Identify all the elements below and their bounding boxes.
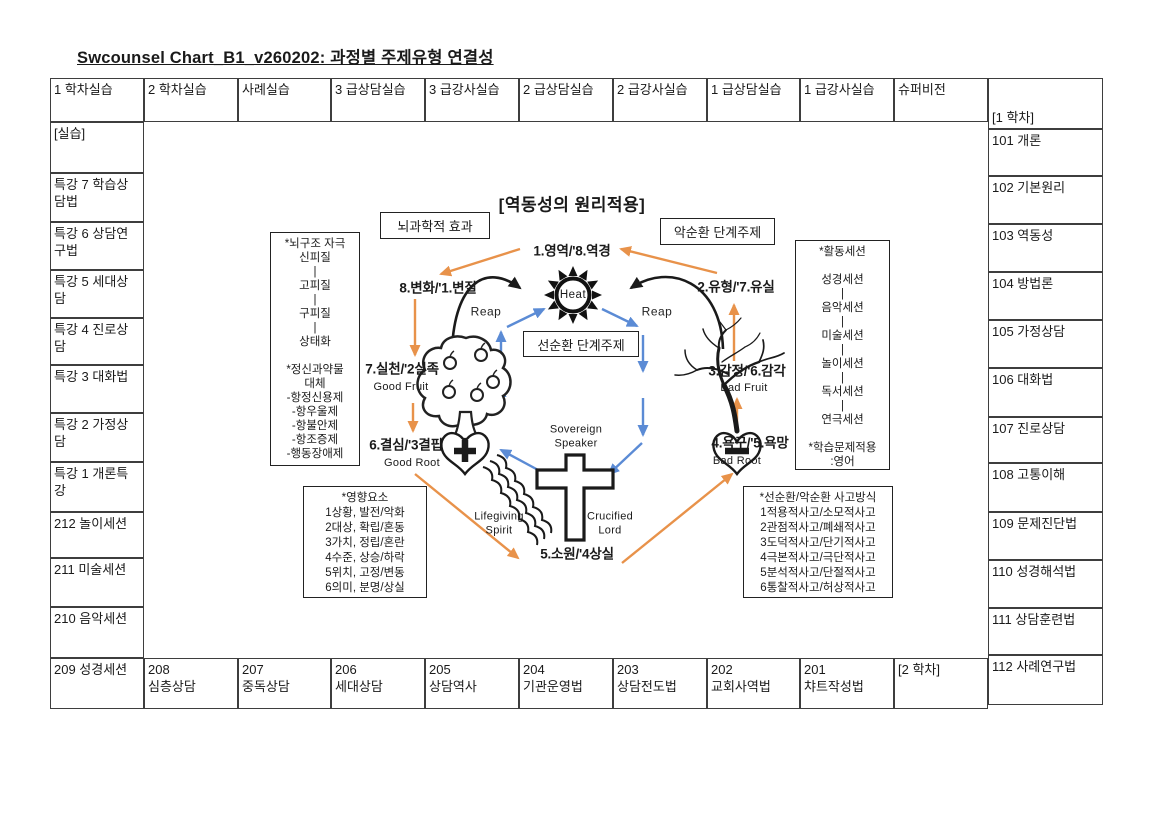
top-row-cell: 3 급강사실습: [425, 78, 519, 122]
right-col-cell: 112 사례연구법: [988, 655, 1103, 705]
left-col-cell: 210 음악세션: [50, 607, 144, 658]
top-row-cell: 1 급상담실습: [707, 78, 800, 122]
node-3-emotion: 3.감정/'6.감각: [708, 363, 786, 379]
vicious-stage-box: 악순환 단계주제: [660, 218, 775, 245]
diagram-graphics: [407, 246, 785, 564]
right-col-cell: 106 대화법: [988, 368, 1103, 417]
top-row-cell: 2 학차실습: [144, 78, 238, 122]
node-7-practice: 7.실천/'2실족: [365, 361, 439, 377]
right-col-cell: 109 문제진단법: [988, 512, 1103, 560]
wavy-spirit-lines: [482, 454, 553, 546]
bottom-row-cell: 209 성경세션: [50, 658, 144, 709]
activity-session-panel: *활동세션 성경세션 | 음악세션 | 미술세션 | 놀이세션 | 독서세션 |…: [795, 240, 890, 470]
top-row-cell: 사례실습: [238, 78, 331, 122]
bad-root-label: Bad Root: [712, 455, 762, 468]
top-row-cell: 1 급강사실습: [800, 78, 894, 122]
left-col-cell: 212 놀이세션: [50, 512, 144, 558]
diagram-title: [역동성의 원리적용]: [498, 195, 646, 215]
sun-icon: [544, 266, 602, 324]
brain-effect-box: 뇌과학적 효과: [380, 212, 490, 239]
bottom-row-cell: 201 챠트작성법: [800, 658, 894, 709]
crucified-lord-label: Crucified Lord: [586, 510, 634, 536]
sovereign-speaker-label: Sovereign Speaker: [549, 423, 603, 449]
left-col-cell: 특강 4 진로상담: [50, 318, 144, 365]
left-col-cell: 특강 5 세대상담: [50, 270, 144, 318]
cross-icon: [535, 453, 615, 542]
right-col-cell: 101 개론: [988, 129, 1103, 176]
left-col-cell: 특강 6 상담연구법: [50, 222, 144, 270]
bottom-row-cell: 204 기관운영법: [519, 658, 613, 709]
bottom-row-cell: 208 심층상담: [144, 658, 238, 709]
good-root-label: Good Root: [384, 457, 440, 470]
bottom-row-cell: 202 교회사역법: [707, 658, 800, 709]
dead-tree-icon: [674, 317, 785, 434]
corner-cell-semester2: [2 학차]: [894, 658, 988, 709]
left-col-cell: 특강 3 대화법: [50, 365, 144, 413]
left-col-cell: [실습]: [50, 122, 144, 173]
reap-left-label: Reap: [470, 304, 502, 319]
dynamics-diagram: [역동성의 원리적용] 뇌과학적 효과 악순환 단계주제 선순환 단계주제 1.…: [145, 122, 988, 658]
bottom-row-cell: 205 상담역사: [425, 658, 519, 709]
heart-minus-icon: [712, 431, 762, 476]
node-2-type: 2.유형/'7.유실: [697, 279, 775, 295]
top-row-cell: 슈퍼비전: [894, 78, 988, 122]
right-col-cell: 104 방법론: [988, 272, 1103, 320]
bottom-row-cell: 207 중독상담: [238, 658, 331, 709]
top-row-cell: 2 급상담실습: [519, 78, 613, 122]
top-row-cell: 1 학차실습: [50, 78, 144, 122]
right-col-cell: 108 고통이해: [988, 463, 1103, 512]
right-col-cell: 103 역동성: [988, 224, 1103, 272]
heart-plus-icon: [440, 431, 490, 476]
heat-label: Heat: [559, 288, 587, 301]
lifegiving-spirit-label: Lifegiving Spirit: [474, 510, 524, 536]
node-5-wish: 5.소원/'4상실: [540, 546, 614, 562]
top-row-cell: 3 급상담실습: [331, 78, 425, 122]
virtuous-stage-box: 선순환 단계주제: [523, 331, 639, 357]
brain-structure-panel: *뇌구조 자극 신피질 | 고피질 | 구피질 | 상태화 *정신과약물 대체 …: [270, 232, 360, 466]
right-col-cell: 102 기본원리: [988, 176, 1103, 224]
left-col-cell: 특강 7 학습상담법: [50, 173, 144, 222]
reap-right-label: Reap: [641, 304, 673, 319]
influence-factor-panel: *영향요소 1상황, 발전/악화 2대상, 확립/혼동 3가치, 정립/혼란 4…: [303, 486, 427, 598]
right-col-cell: 111 상담훈련법: [988, 608, 1103, 655]
left-col-cell: 특강 2 가정상담: [50, 413, 144, 462]
node-4-desire: 4.욕구/'5.욕망: [711, 435, 789, 451]
right-col-cell: 107 진로상담: [988, 417, 1103, 463]
node-6-resolve: 6.결심/'3결핍: [369, 437, 443, 453]
bad-fruit-label: Bad Fruit: [720, 382, 768, 395]
right-col-cell: 110 성경해석법: [988, 560, 1103, 608]
top-row-cell: 2 급강사실습: [613, 78, 707, 122]
corner-cell-semester1: [1 학차]: [988, 78, 1103, 129]
node-8-change: 8.변화/'1.변질: [399, 280, 477, 296]
outer-cycle-arrows: [407, 246, 743, 564]
thinking-style-panel: *선순환/악순환 사고방식 1적용적사고/소모적사고 2관점적사고/폐쇄적사고 …: [743, 486, 893, 598]
apple-tree-icon: [416, 335, 512, 441]
bottom-row-cell: 206 세대상담: [331, 658, 425, 709]
left-col-cell: 211 미술세션: [50, 558, 144, 607]
node-1-area: 1.영역/'8.역경: [533, 243, 611, 259]
bottom-row-cell: 203 상담전도법: [613, 658, 707, 709]
page-title: Swcounsel Chart_B1_v260202: 과정별 주제유형 연결성: [77, 49, 494, 67]
good-fruit-label: Good Fruit: [373, 381, 429, 394]
right-col-cell: 105 가정상담: [988, 320, 1103, 368]
reap-arcs: [450, 275, 725, 350]
left-col-cell: 특강 1 개론특강: [50, 462, 144, 512]
